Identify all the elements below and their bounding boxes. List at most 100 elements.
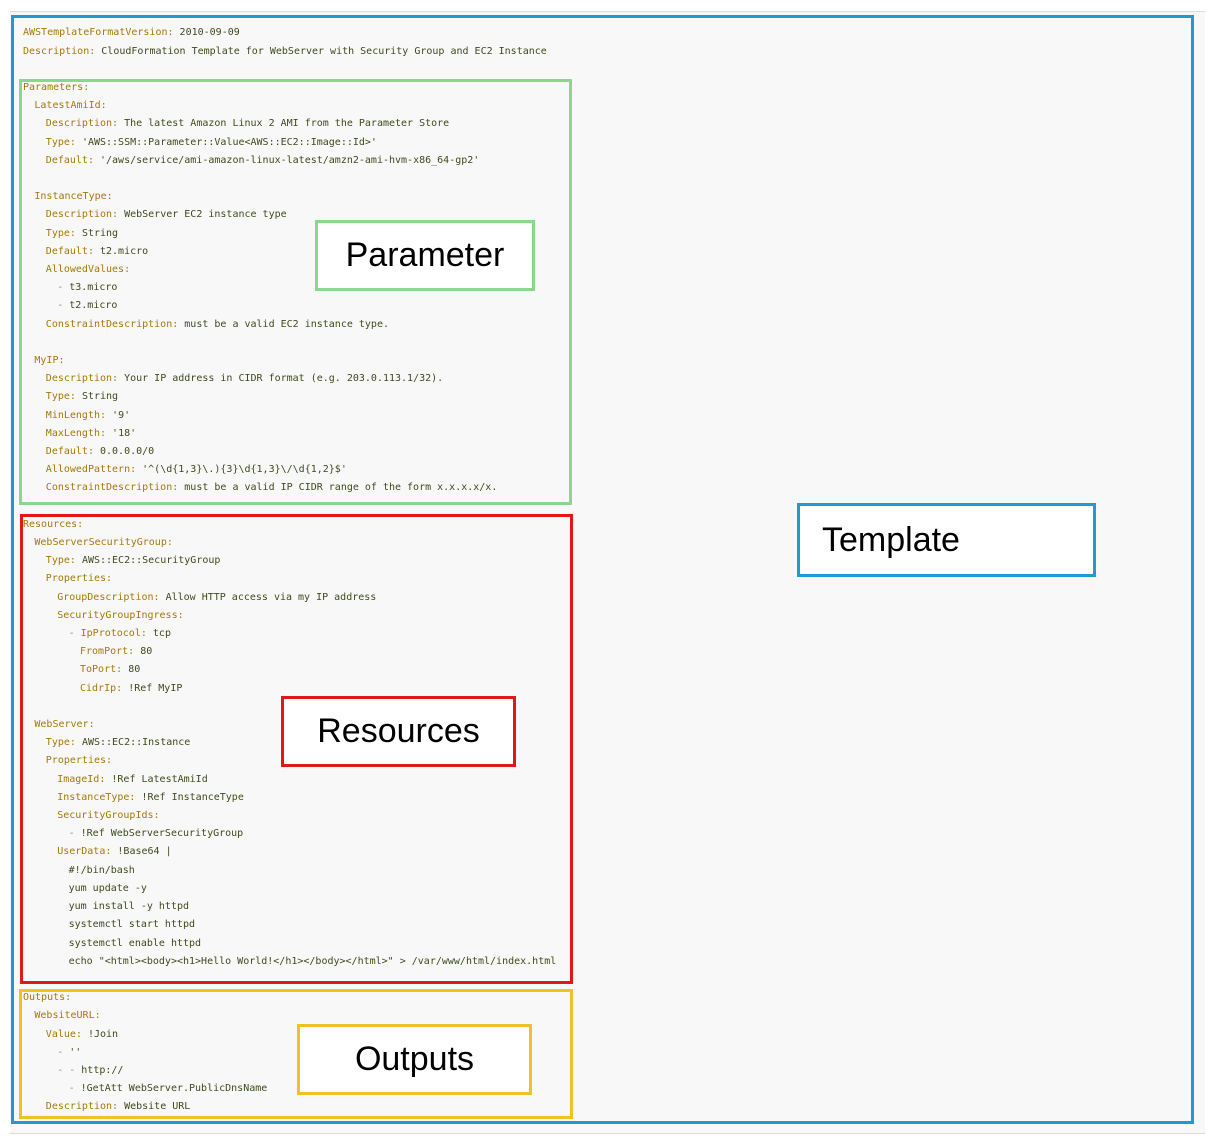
- resources-section-frame: [20, 514, 573, 984]
- code-line: Type: String: [46, 390, 118, 404]
- yaml-key: ConstraintDescription:: [45, 319, 179, 330]
- yaml-value: The latest Amazon Linux 2 AMI from the P…: [124, 118, 450, 129]
- code-line: FromPort: 80: [80, 645, 152, 659]
- yaml-key: Properties:: [45, 573, 113, 584]
- code-line: Default: t2.micro: [46, 245, 148, 259]
- yaml-key: WebsiteURL:: [34, 1010, 101, 1021]
- yaml-key: IpProtocol:: [80, 628, 147, 639]
- yaml-key: Default:: [45, 446, 94, 457]
- yaml-key: AllowedValues:: [45, 264, 131, 275]
- yaml-value: AWS::EC2::SecurityGroup: [81, 555, 221, 566]
- yaml-key: GroupDescription:: [57, 592, 160, 603]
- resources-label: Resources: [281, 696, 516, 767]
- code-line: - - http://: [57, 1064, 123, 1078]
- list-dash: - -: [57, 1065, 82, 1076]
- code-line: systemctl enable httpd: [69, 937, 201, 951]
- code-line: yum update -y: [69, 882, 147, 896]
- outputs-label: Outputs: [297, 1024, 532, 1095]
- code-line: UserData: !Base64 |: [57, 845, 171, 859]
- yaml-value: 80: [128, 664, 141, 675]
- yaml-value: '/aws/service/ami-amazon-linux-latest/am…: [100, 155, 480, 166]
- outputs-label-text: Outputs: [354, 1040, 475, 1078]
- yaml-key: LatestAmiId:: [34, 100, 107, 111]
- yaml-value: #!/bin/bash: [68, 865, 135, 876]
- yaml-value: AWS::EC2::Instance: [81, 737, 191, 748]
- code-line: Type: AWS::EC2::Instance: [46, 736, 191, 750]
- yaml-key: MinLength:: [45, 410, 107, 421]
- yaml-key: WebServerSecurityGroup:: [34, 537, 173, 548]
- code-line: AllowedPattern: '^(\d{1,3}\.){3}\d{1,3}\…: [46, 463, 347, 477]
- yaml-value: Allow HTTP access via my IP address: [165, 592, 377, 603]
- yaml-key: Resources:: [23, 519, 84, 530]
- code-line: GroupDescription: Allow HTTP access via …: [57, 591, 376, 605]
- yaml-key: Type:: [45, 555, 76, 566]
- yaml-value: '': [69, 1047, 82, 1058]
- yaml-key: InstanceType:: [34, 191, 113, 202]
- code-line: ToPort: 80: [80, 663, 140, 677]
- code-line: Description: The latest Amazon Linux 2 A…: [46, 117, 449, 131]
- code-line: Default: 0.0.0.0/0: [46, 445, 154, 459]
- code-line: Description: WebServer EC2 instance type: [46, 208, 287, 222]
- yaml-value: CloudFormation Template for WebServer wi…: [101, 46, 547, 57]
- code-line: Properties:: [46, 572, 112, 586]
- code-line: Description: CloudFormation Template for…: [23, 45, 547, 59]
- code-line: echo "<html><body><h1>Hello World!</h1><…: [69, 955, 557, 969]
- yaml-key: Description:: [45, 209, 119, 220]
- code-line: Parameters:: [23, 81, 89, 95]
- yaml-key: MaxLength:: [45, 428, 107, 439]
- yaml-value: !Ref InstanceType: [141, 792, 244, 803]
- yaml-value: systemctl start httpd: [68, 919, 196, 930]
- yaml-key: Description:: [45, 1101, 119, 1112]
- list-dash: -: [68, 628, 81, 639]
- yaml-value: 2010-09-09: [179, 27, 240, 38]
- code-line: ConstraintDescription: must be a valid E…: [46, 318, 389, 332]
- resources-label-text: Resources: [317, 712, 480, 750]
- list-dash: -: [57, 1047, 70, 1058]
- code-line: Type: String: [46, 227, 118, 241]
- template-label: Template: [797, 503, 1096, 577]
- code-line: - '': [57, 1046, 81, 1060]
- yaml-key: SecurityGroupIngress:: [57, 610, 184, 621]
- yaml-value: echo "<html><body><h1>Hello World!</h1><…: [68, 956, 557, 967]
- yaml-key: WebServer:: [34, 719, 95, 730]
- code-line: - IpProtocol: tcp: [69, 627, 171, 641]
- code-line: Description: Website URL: [46, 1100, 191, 1114]
- code-line: LatestAmiId:: [34, 99, 106, 113]
- code-line: ImageId: !Ref LatestAmiId: [57, 773, 208, 787]
- parameters-section-frame: [19, 79, 572, 505]
- yaml-value: t3.micro: [69, 282, 118, 293]
- code-line: AllowedValues:: [46, 263, 130, 277]
- yaml-key: Value:: [45, 1029, 82, 1040]
- yaml-key: Type:: [45, 391, 76, 402]
- code-line: - !Ref WebServerSecurityGroup: [69, 827, 244, 841]
- code-line: InstanceType: !Ref InstanceType: [57, 791, 244, 805]
- code-line: systemctl start httpd: [69, 918, 195, 932]
- yaml-key: UserData:: [57, 846, 112, 857]
- code-line: Type: AWS::EC2::SecurityGroup: [46, 554, 221, 568]
- yaml-value: t2.micro: [100, 246, 149, 257]
- yaml-key: Description:: [23, 46, 96, 57]
- yaml-value: !GetAtt WebServer.PublicDnsName: [80, 1083, 268, 1094]
- code-line: SecurityGroupIngress:: [57, 609, 183, 623]
- yaml-value: !Ref MyIP: [128, 683, 183, 694]
- yaml-value: t2.micro: [69, 300, 118, 311]
- code-line: AWSTemplateFormatVersion: 2010-09-09: [23, 26, 240, 40]
- yaml-value: WebServer EC2 instance type: [124, 209, 287, 220]
- parameter-label: Parameter: [315, 220, 535, 291]
- list-dash: -: [68, 828, 81, 839]
- yaml-key: Type:: [45, 137, 76, 148]
- yaml-value: yum install -y httpd: [68, 901, 190, 912]
- yaml-value: 0.0.0.0/0: [100, 446, 155, 457]
- code-line: MaxLength: '18': [46, 427, 136, 441]
- yaml-value: !Join: [87, 1029, 119, 1040]
- yaml-value: must be a valid IP CIDR range of the for…: [184, 482, 498, 493]
- yaml-key: Default:: [45, 246, 94, 257]
- code-line: #!/bin/bash: [69, 864, 135, 878]
- code-line: WebServer:: [34, 718, 94, 732]
- yaml-key: ImageId:: [57, 774, 106, 785]
- yaml-key: AllowedPattern:: [45, 464, 137, 475]
- code-line: Resources:: [23, 518, 83, 532]
- yaml-key: Type:: [45, 228, 76, 239]
- yaml-key: FromPort:: [80, 646, 135, 657]
- template-label-text: Template: [822, 520, 960, 559]
